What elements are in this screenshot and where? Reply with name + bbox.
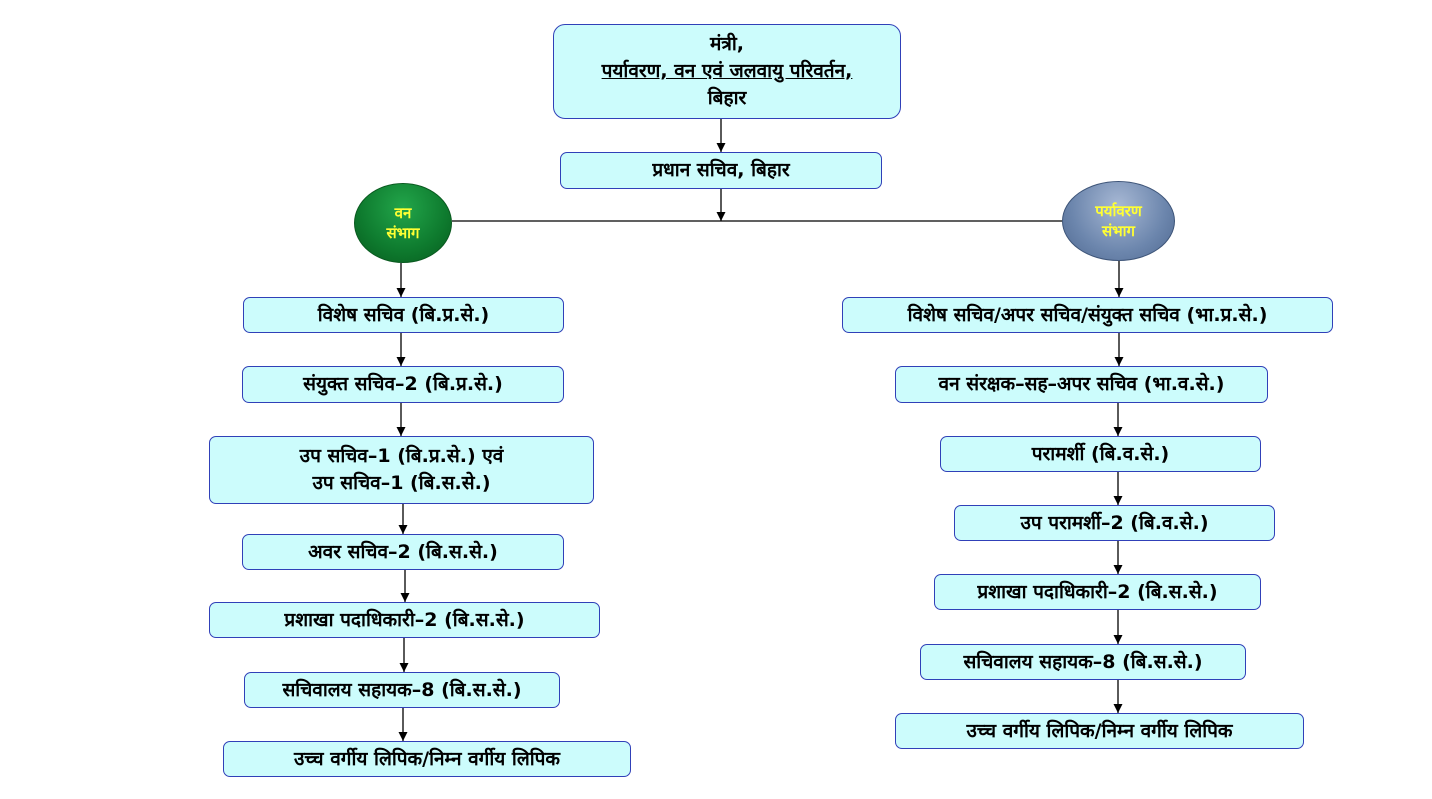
box-line: उच्च वर्गीय लिपिक/निम्न वर्गीय लिपिक [966, 719, 1233, 742]
box-line: अवर सचिव–2 (बि.स.से.) [308, 540, 498, 563]
box-line: वन संरक्षक–सह–अपर सचिव (भा.व.से.) [938, 373, 1225, 395]
minister-box: मंत्री, पर्यावरण, वन एवं जलवायु परिवर्तन… [553, 24, 901, 119]
forest-deputy-secretary-box: उप सचिव–1 (बि.प्र.से.) एवं उप सचिव–1 (बि… [209, 436, 594, 504]
box-line: संयुक्त सचिव–2 (बि.प्र.से.) [303, 373, 503, 395]
env-special-secretary-box: विशेष सचिव/अपर सचिव/संयुक्त सचिव (भा.प्र… [842, 297, 1333, 333]
box-line: विशेष सचिव (बि.प्र.से.) [317, 303, 490, 326]
forest-joint-secretary-box: संयुक्त सचिव–2 (बि.प्र.से.) [242, 366, 564, 403]
box-line: विशेष सचिव/अपर सचिव/संयुक्त सचिव (भा.प्र… [907, 303, 1268, 326]
box-line: उच्च वर्गीय लिपिक/निम्न वर्गीय लिपिक [293, 747, 561, 770]
forest-section-officer-box: प्रशाखा पदाधिकारी–2 (बि.स.से.) [209, 602, 600, 638]
environment-division-circle: पर्यावरण संभाग [1062, 181, 1175, 261]
environment-division-line2: संभाग [1101, 222, 1135, 240]
env-secretariat-assistant-box: सचिवालय सहायक–8 (बि.स.से.) [920, 644, 1246, 680]
minister-state: बिहार [707, 87, 747, 109]
forest-division-line1: वन [394, 204, 412, 222]
forest-division-circle: वन संभाग [354, 183, 452, 263]
box-line: उप सचिव–1 (बि.स.से.) [312, 472, 491, 494]
forest-under-secretary-box: अवर सचिव–2 (बि.स.से.) [242, 534, 564, 570]
box-line: उप परामर्शी–2 (बि.व.से.) [1020, 511, 1209, 534]
box-line: उप सचिव–1 (बि.प्र.से.) एवं [299, 445, 504, 467]
box-line: सचिवालय सहायक–8 (बि.स.से.) [282, 678, 522, 701]
env-section-officer-box: प्रशाखा पदाधिकारी–2 (बि.स.से.) [934, 574, 1261, 610]
env-deputy-advisor-box: उप परामर्शी–2 (बि.व.से.) [954, 505, 1275, 541]
forest-special-secretary-box: विशेष सचिव (बि.प्र.से.) [243, 297, 564, 333]
principal-secretary-label: प्रधान सचिव, बिहार [652, 159, 790, 181]
box-line: सचिवालय सहायक–8 (बि.स.से.) [963, 650, 1203, 673]
box-line: प्रशाखा पदाधिकारी–2 (बि.स.से.) [977, 580, 1218, 603]
minister-title: मंत्री, [710, 33, 744, 55]
environment-division-line1: पर्यावरण [1095, 202, 1142, 220]
forest-division-line2: संभाग [386, 224, 420, 242]
env-clerk-box: उच्च वर्गीय लिपिक/निम्न वर्गीय लिपिक [895, 713, 1304, 749]
forest-clerk-box: उच्च वर्गीय लिपिक/निम्न वर्गीय लिपिक [223, 741, 631, 777]
env-advisor-box: परामर्शी (बि.व.से.) [940, 436, 1261, 472]
box-line: परामर्शी (बि.व.से.) [1031, 442, 1170, 465]
principal-secretary-box: प्रधान सचिव, बिहार [560, 152, 882, 189]
ministry-name: पर्यावरण, वन एवं जलवायु परिवर्तन, [601, 60, 853, 82]
box-line: प्रशाखा पदाधिकारी–2 (बि.स.से.) [284, 608, 525, 631]
env-forest-conservator-box: वन संरक्षक–सह–अपर सचिव (भा.व.से.) [895, 366, 1268, 403]
forest-secretariat-assistant-box: सचिवालय सहायक–8 (बि.स.से.) [244, 672, 560, 708]
